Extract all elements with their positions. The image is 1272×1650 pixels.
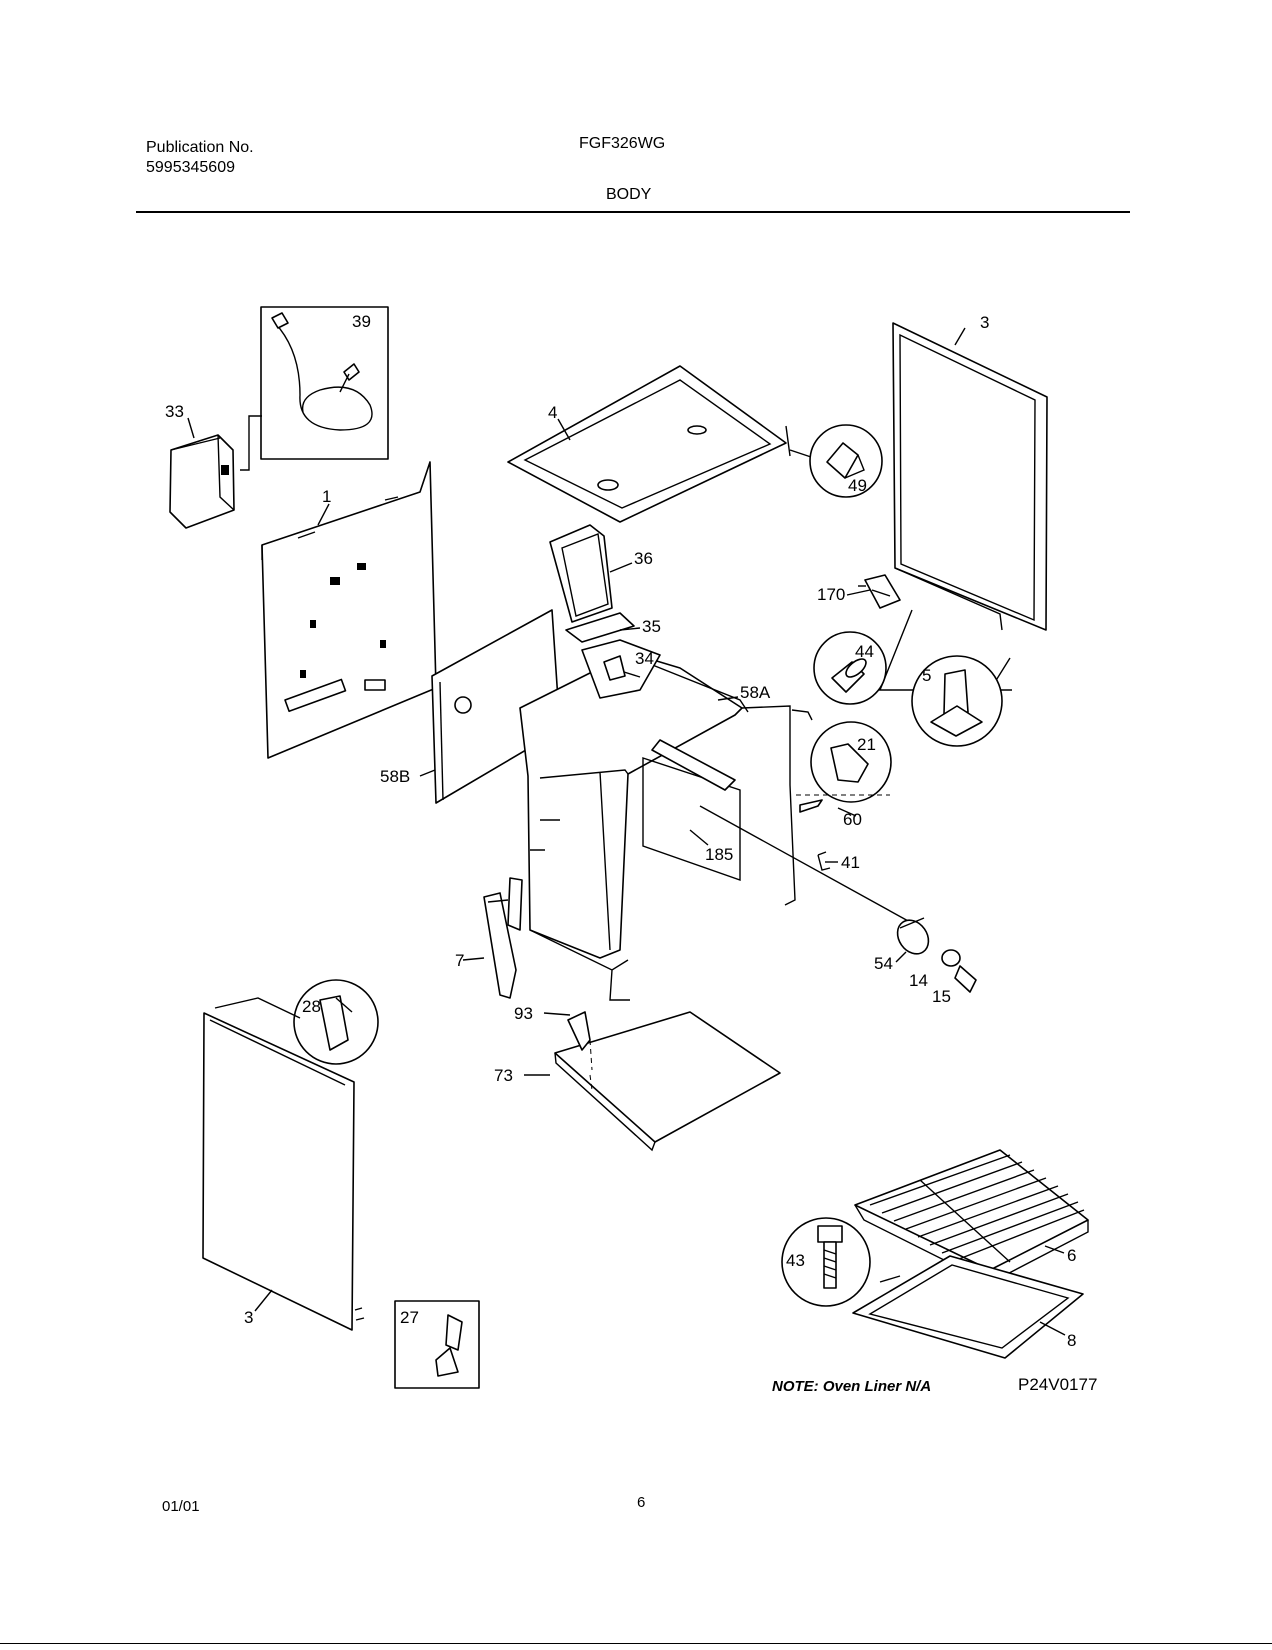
callout-58A: 58A <box>740 683 771 702</box>
callout-41: 41 <box>841 853 860 872</box>
section-title: BODY <box>606 186 652 203</box>
clip-21-circle <box>791 709 892 803</box>
bolt-detail-circle <box>781 1217 871 1307</box>
bracket-part <box>858 574 901 609</box>
callout-35: 35 <box>642 617 661 636</box>
publication-label: Publication No. <box>146 139 254 156</box>
oven-liner-note: NOTE: Oven Liner N/A <box>772 1378 932 1395</box>
callout-33: 33 <box>165 402 184 421</box>
oven-rack-part <box>854 1149 1089 1284</box>
left-side-panel-part <box>202 997 365 1331</box>
callout-15: 15 <box>932 987 951 1006</box>
callout-3-top: 3 <box>980 313 989 332</box>
drawing-code: P24V0177 <box>1018 1375 1098 1394</box>
callout-6: 6 <box>1067 1246 1076 1265</box>
callout-34: 34 <box>635 649 654 668</box>
callout-7: 7 <box>455 951 464 970</box>
side-bracket-part <box>483 877 523 999</box>
cooktop-pan-part <box>507 365 821 523</box>
callout-8: 8 <box>1067 1331 1076 1350</box>
header-rule <box>136 211 1130 213</box>
side-trim-panel-part <box>431 609 561 804</box>
leader-lines <box>187 327 1066 1336</box>
callout-4: 4 <box>548 403 557 422</box>
power-cord-inset <box>260 306 389 460</box>
callout-93: 93 <box>514 1004 533 1023</box>
hinge-inset-box <box>394 1300 480 1389</box>
callout-27: 27 <box>400 1308 419 1327</box>
page-number: 6 <box>637 1494 646 1511</box>
right-side-panel-part <box>892 322 1048 631</box>
callout-3-left: 3 <box>244 1308 253 1327</box>
callout-44: 44 <box>855 642 874 661</box>
callout-36: 36 <box>634 549 653 568</box>
callout-39: 39 <box>352 312 371 331</box>
leveling-leg-circle <box>878 609 1012 747</box>
valve-parts <box>896 917 977 993</box>
bottom-panel-part <box>554 1011 781 1152</box>
clip-detail-circle <box>809 424 883 498</box>
publication-number: 5995345609 <box>146 159 235 176</box>
callout-170: 170 <box>817 585 845 604</box>
burner-box-part <box>549 524 635 643</box>
callout-28: 28 <box>302 997 321 1016</box>
oven-bottom-part <box>852 1255 1084 1359</box>
callout-21: 21 <box>857 735 876 754</box>
oven-body-part <box>519 639 796 1001</box>
junction-box-part <box>169 415 262 529</box>
back-panel-part <box>261 461 437 759</box>
callout-5: 5 <box>922 666 931 685</box>
knob-detail-circle <box>813 631 887 705</box>
hinge-detail-circle <box>293 979 379 1065</box>
model-number: FGF326WG <box>579 135 666 152</box>
callout-43: 43 <box>786 1251 805 1270</box>
callout-labels: 39 33 1 4 49 3 36 35 170 34 58A 44 5 58B… <box>165 312 1076 1350</box>
callout-54: 54 <box>874 954 893 973</box>
bottom-rule <box>0 1643 1272 1644</box>
callout-1: 1 <box>322 487 331 506</box>
callout-185: 185 <box>705 845 733 864</box>
revision-date: 01/01 <box>162 1498 200 1515</box>
callout-49: 49 <box>848 476 867 495</box>
assembly-axis-line <box>699 794 911 923</box>
small-hardware-parts <box>799 799 831 871</box>
callout-60: 60 <box>843 810 862 829</box>
callout-14: 14 <box>909 971 928 990</box>
callout-73: 73 <box>494 1066 513 1085</box>
callout-58B: 58B <box>380 767 410 786</box>
